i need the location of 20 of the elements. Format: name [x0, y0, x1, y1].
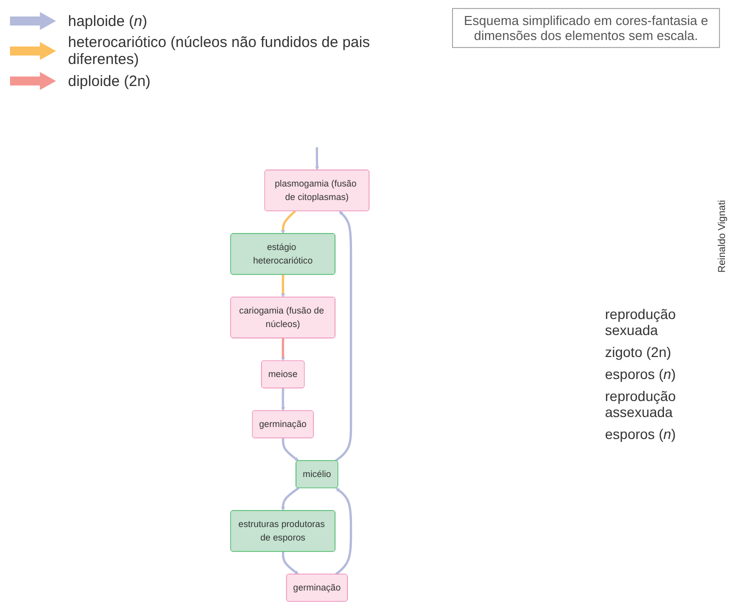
annotation-text: reprodução sexuada: [605, 306, 677, 338]
legend-label: haploide (n): [68, 12, 148, 30]
annotation-text: esporos (n): [605, 366, 677, 382]
arrow: [281, 274, 286, 298]
credit-text: Reinaldo Vignati: [717, 200, 728, 273]
legend-label: diploide (2n): [68, 72, 151, 90]
arrow: [281, 487, 300, 511]
annotation-text: reprodução assexuada: [605, 388, 677, 420]
arrow: [315, 147, 320, 170]
note-box: Esquema simplificado em cores-fantasia e dimensões dos elementos sem escala.: [452, 8, 720, 48]
annotation-text: esporos (n): [605, 426, 677, 442]
legend-label: heterocariótico (núcleos não fundidos de pais diferentes): [68, 34, 371, 68]
arrow: [281, 210, 296, 234]
arrow: [281, 388, 286, 412]
arrow: [282, 438, 299, 461]
arrow: [282, 552, 299, 575]
arrow: [335, 210, 352, 462]
arrow: [335, 488, 352, 576]
annotation-text: zigoto (2n): [605, 344, 672, 360]
arrow: [281, 338, 286, 362]
